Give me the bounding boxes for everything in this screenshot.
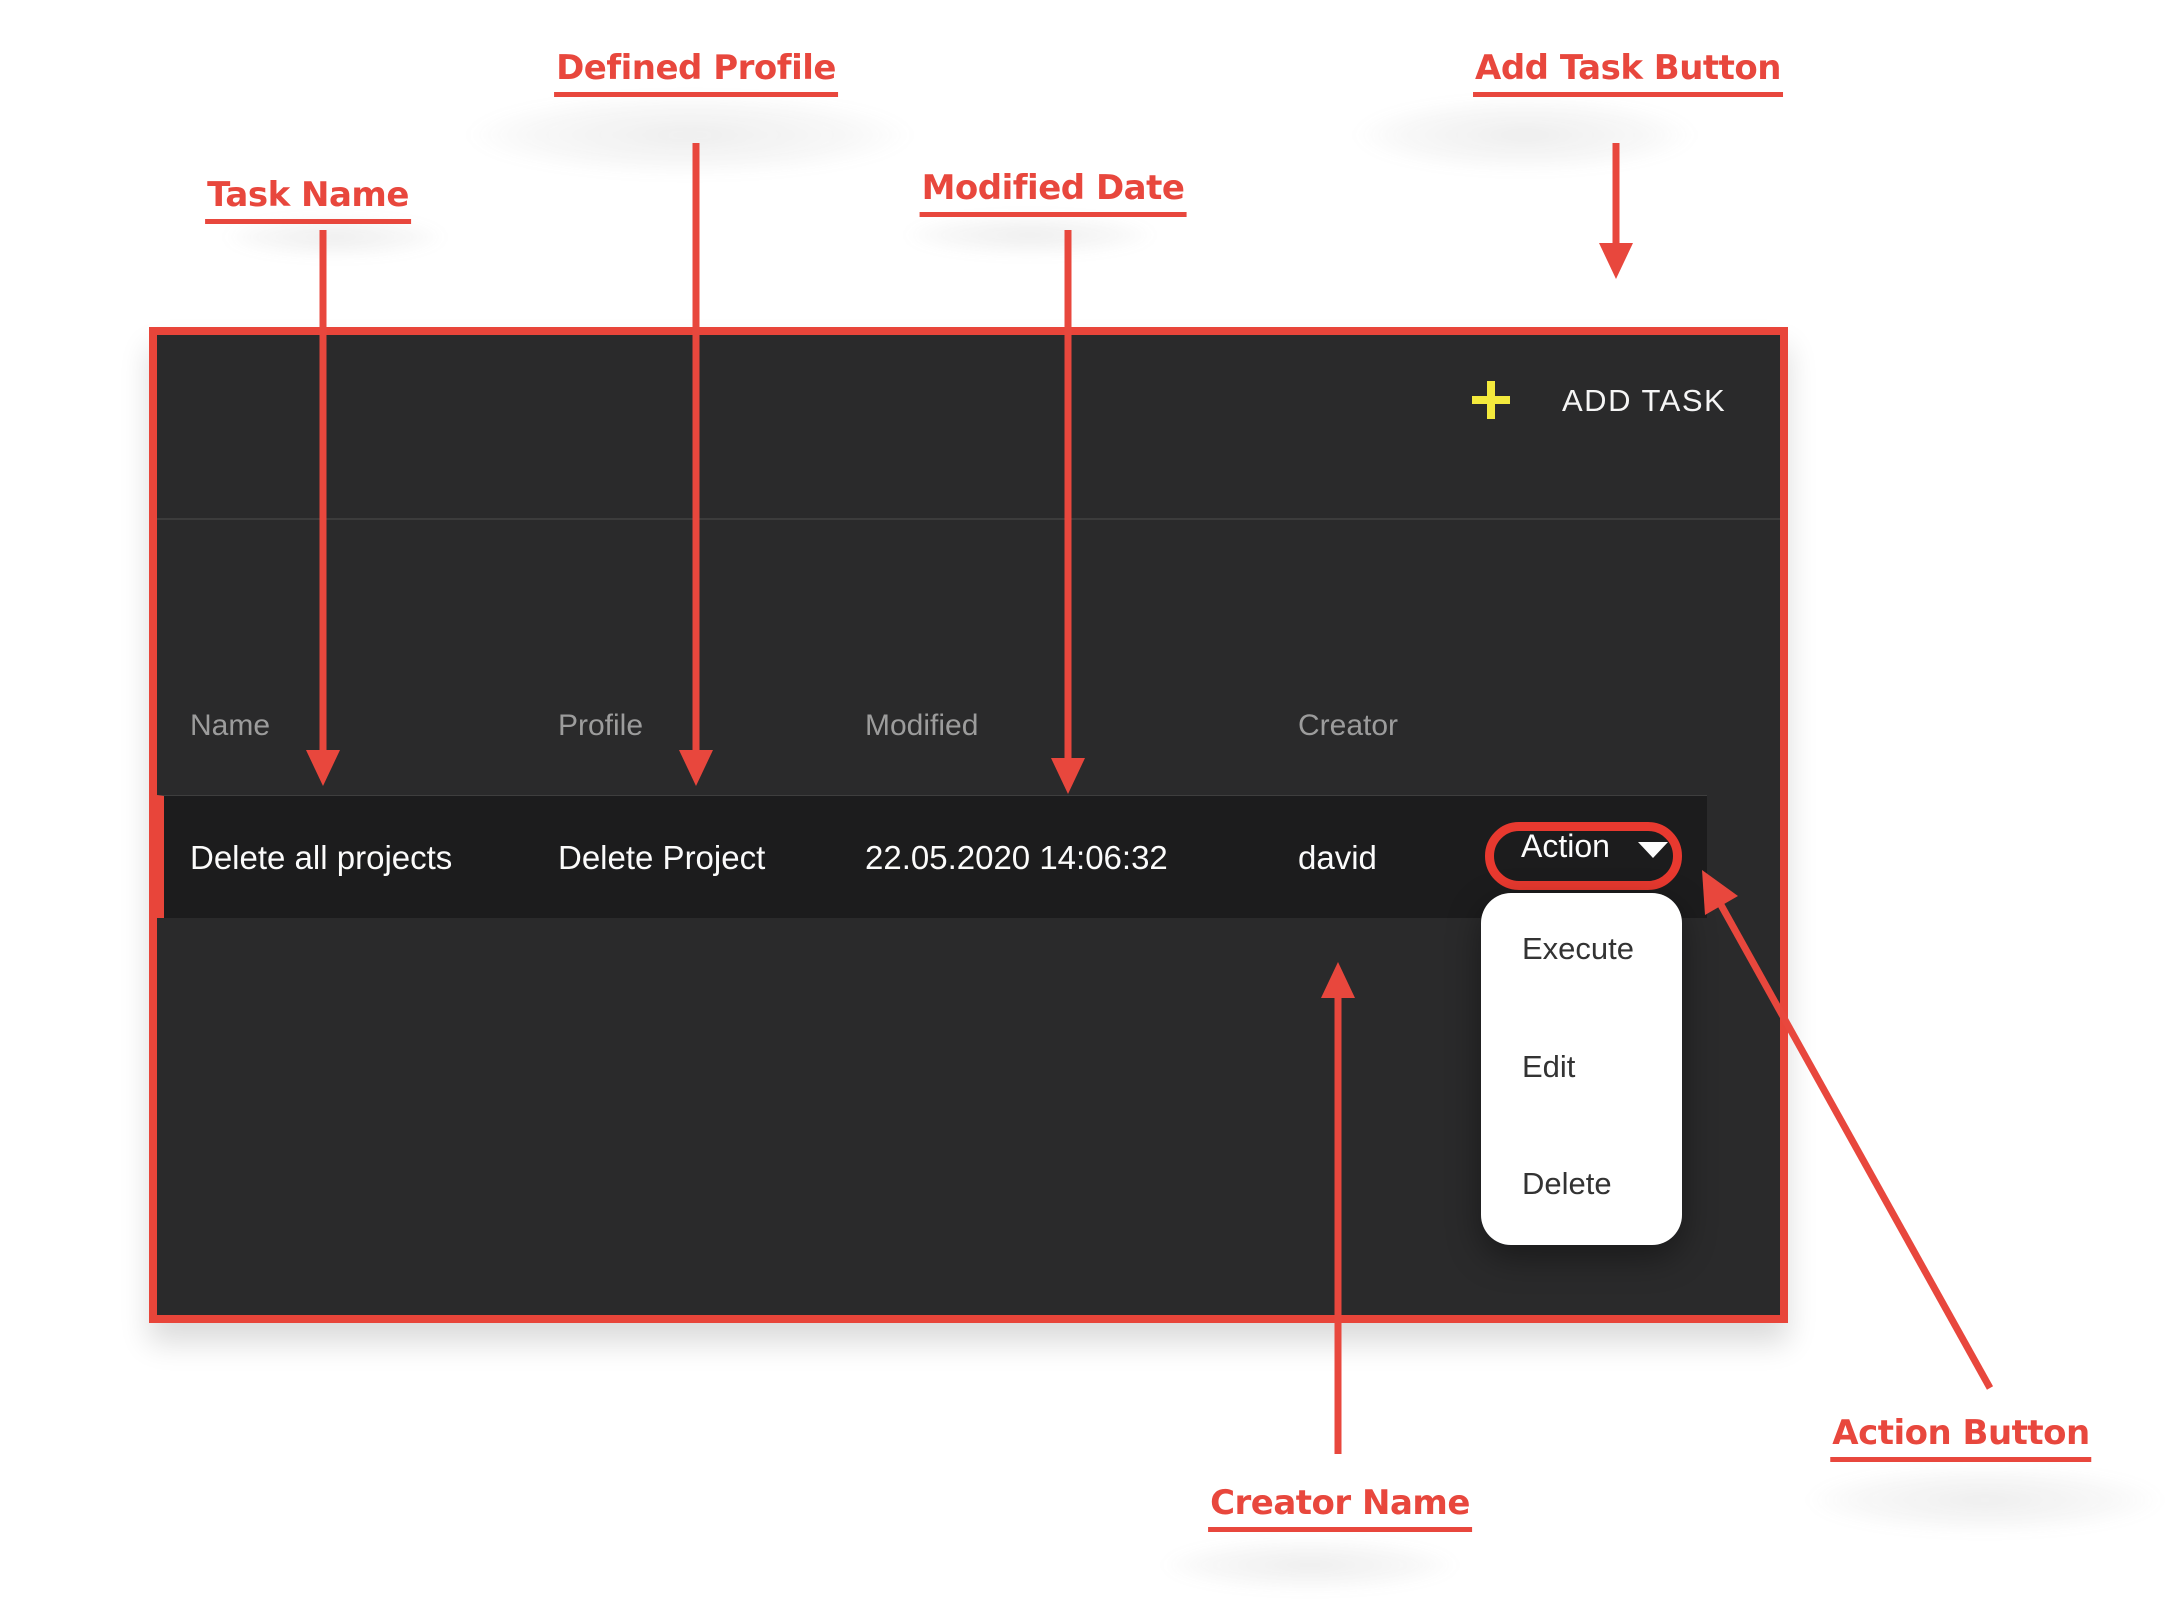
column-header-modified: Modified: [865, 709, 979, 742]
menu-item-delete[interactable]: Delete: [1522, 1166, 1612, 1201]
annotation-highlight-circle: [1485, 822, 1682, 890]
add-task-arrowhead: [1599, 243, 1633, 279]
table-row[interactable]: Delete all projects Delete Project 22.05…: [157, 795, 1707, 918]
shadow-blob: [1745, 1455, 2180, 1545]
plus-icon: [1472, 381, 1510, 419]
annotation-task-name: Task Name: [205, 175, 411, 224]
profile-cell: Delete Project: [558, 839, 766, 876]
annotation-modified-date: Modified Date: [919, 168, 1187, 217]
menu-item-execute[interactable]: Execute: [1522, 931, 1635, 966]
add-task-label: ADD TASK: [1562, 383, 1727, 418]
column-header-name: Name: [190, 709, 271, 742]
modified-cell: 22.05.2020 14:06:32: [865, 839, 1168, 876]
creator-cell: david: [1298, 839, 1377, 876]
shadow-blob: [1295, 85, 1755, 185]
add-task-button[interactable]: ADD TASK: [1467, 365, 1757, 435]
action-dropdown-menu: Execute Edit Delete: [1481, 893, 1682, 1245]
annotation-add-task-button: Add Task Button: [1473, 48, 1783, 97]
shadow-blob: [185, 209, 485, 265]
task-name-cell: Delete all projects: [190, 839, 453, 876]
shadow-blob: [1110, 1530, 1510, 1600]
column-header-profile: Profile: [558, 709, 644, 742]
shadow-blob: [390, 80, 990, 190]
annotation-creator-name: Creator Name: [1208, 1483, 1472, 1532]
task-list-panel: ADD TASK Name Profile Modified Creator D…: [149, 327, 1788, 1323]
annotation-action-button: Action Button: [1830, 1413, 2092, 1462]
action-button-label: Action: [1521, 828, 1610, 864]
column-header-creator: Creator: [1298, 709, 1399, 742]
toolbar-divider: [157, 518, 1780, 520]
annotation-defined-profile: Defined Profile: [554, 48, 838, 97]
menu-item-edit[interactable]: Edit: [1522, 1049, 1576, 1084]
